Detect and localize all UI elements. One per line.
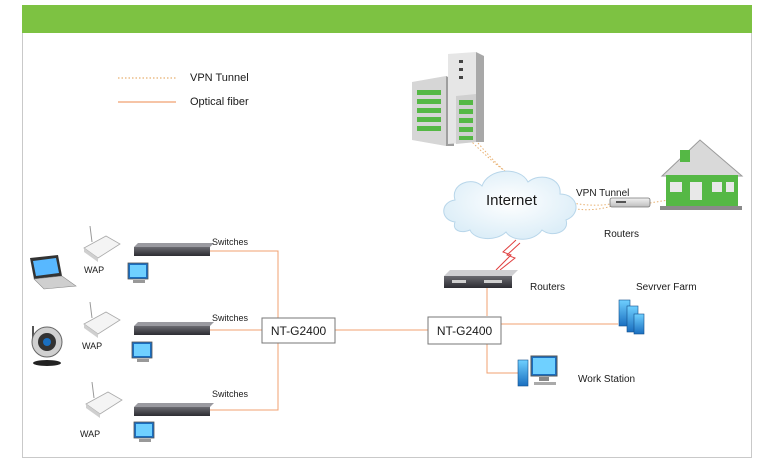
cloud-icon: Internet [443, 170, 577, 240]
internet-label: Internet [486, 192, 538, 209]
access-row-3: WAP Switches [80, 381, 249, 442]
legend: VPN Tunnel Optical fiber [118, 72, 249, 108]
server-farm-icon [618, 299, 645, 335]
monitor-icon [131, 341, 153, 362]
work-station-label: Work Station [578, 374, 635, 385]
vpn-tunnel-label: VPN Tunnel [576, 188, 629, 199]
left-nt-g2400: NT-G2400 [261, 317, 336, 344]
workstation-icon [517, 355, 558, 387]
right-nt-g2400: NT-G2400 [427, 316, 502, 345]
cloud-uplink [495, 239, 517, 271]
access-row-1: WAP Switches [83, 225, 249, 283]
switch-label: Switches [212, 313, 249, 323]
core-router-icon [444, 270, 518, 288]
wap-label: WAP [84, 265, 104, 275]
switch-icon [134, 403, 214, 416]
wap-label: WAP [80, 429, 100, 439]
access-row-2: WAP Switches [82, 301, 249, 362]
core-router-label: Routers [530, 282, 565, 293]
office-building-icon [412, 52, 484, 146]
wap-icon [83, 225, 121, 262]
switch-icon [134, 243, 214, 256]
wap-icon [83, 301, 121, 338]
server-farm-label: Sevrver Farm [636, 282, 697, 293]
switch-icon [134, 322, 214, 335]
monitor-icon [127, 262, 149, 283]
switch-label: Switches [212, 389, 249, 399]
left-nt-g2400-label: NT-G2400 [271, 324, 327, 338]
right-nt-g2400-label: NT-G2400 [437, 324, 493, 338]
wap-icon [85, 381, 123, 418]
remote-router-label: Routers [604, 229, 639, 240]
diagram-frame [22, 5, 752, 458]
laptop-icon [30, 255, 77, 290]
house-icon [660, 139, 744, 210]
legend-fiber-label: Optical fiber [190, 96, 249, 108]
webcam-icon [31, 326, 63, 366]
router-icon [609, 197, 651, 208]
legend-vpn-label: VPN Tunnel [190, 72, 249, 84]
wap-label: WAP [82, 341, 102, 351]
header-bar [22, 5, 752, 33]
switch-label: Switches [212, 237, 249, 247]
monitor-icon [133, 421, 155, 442]
